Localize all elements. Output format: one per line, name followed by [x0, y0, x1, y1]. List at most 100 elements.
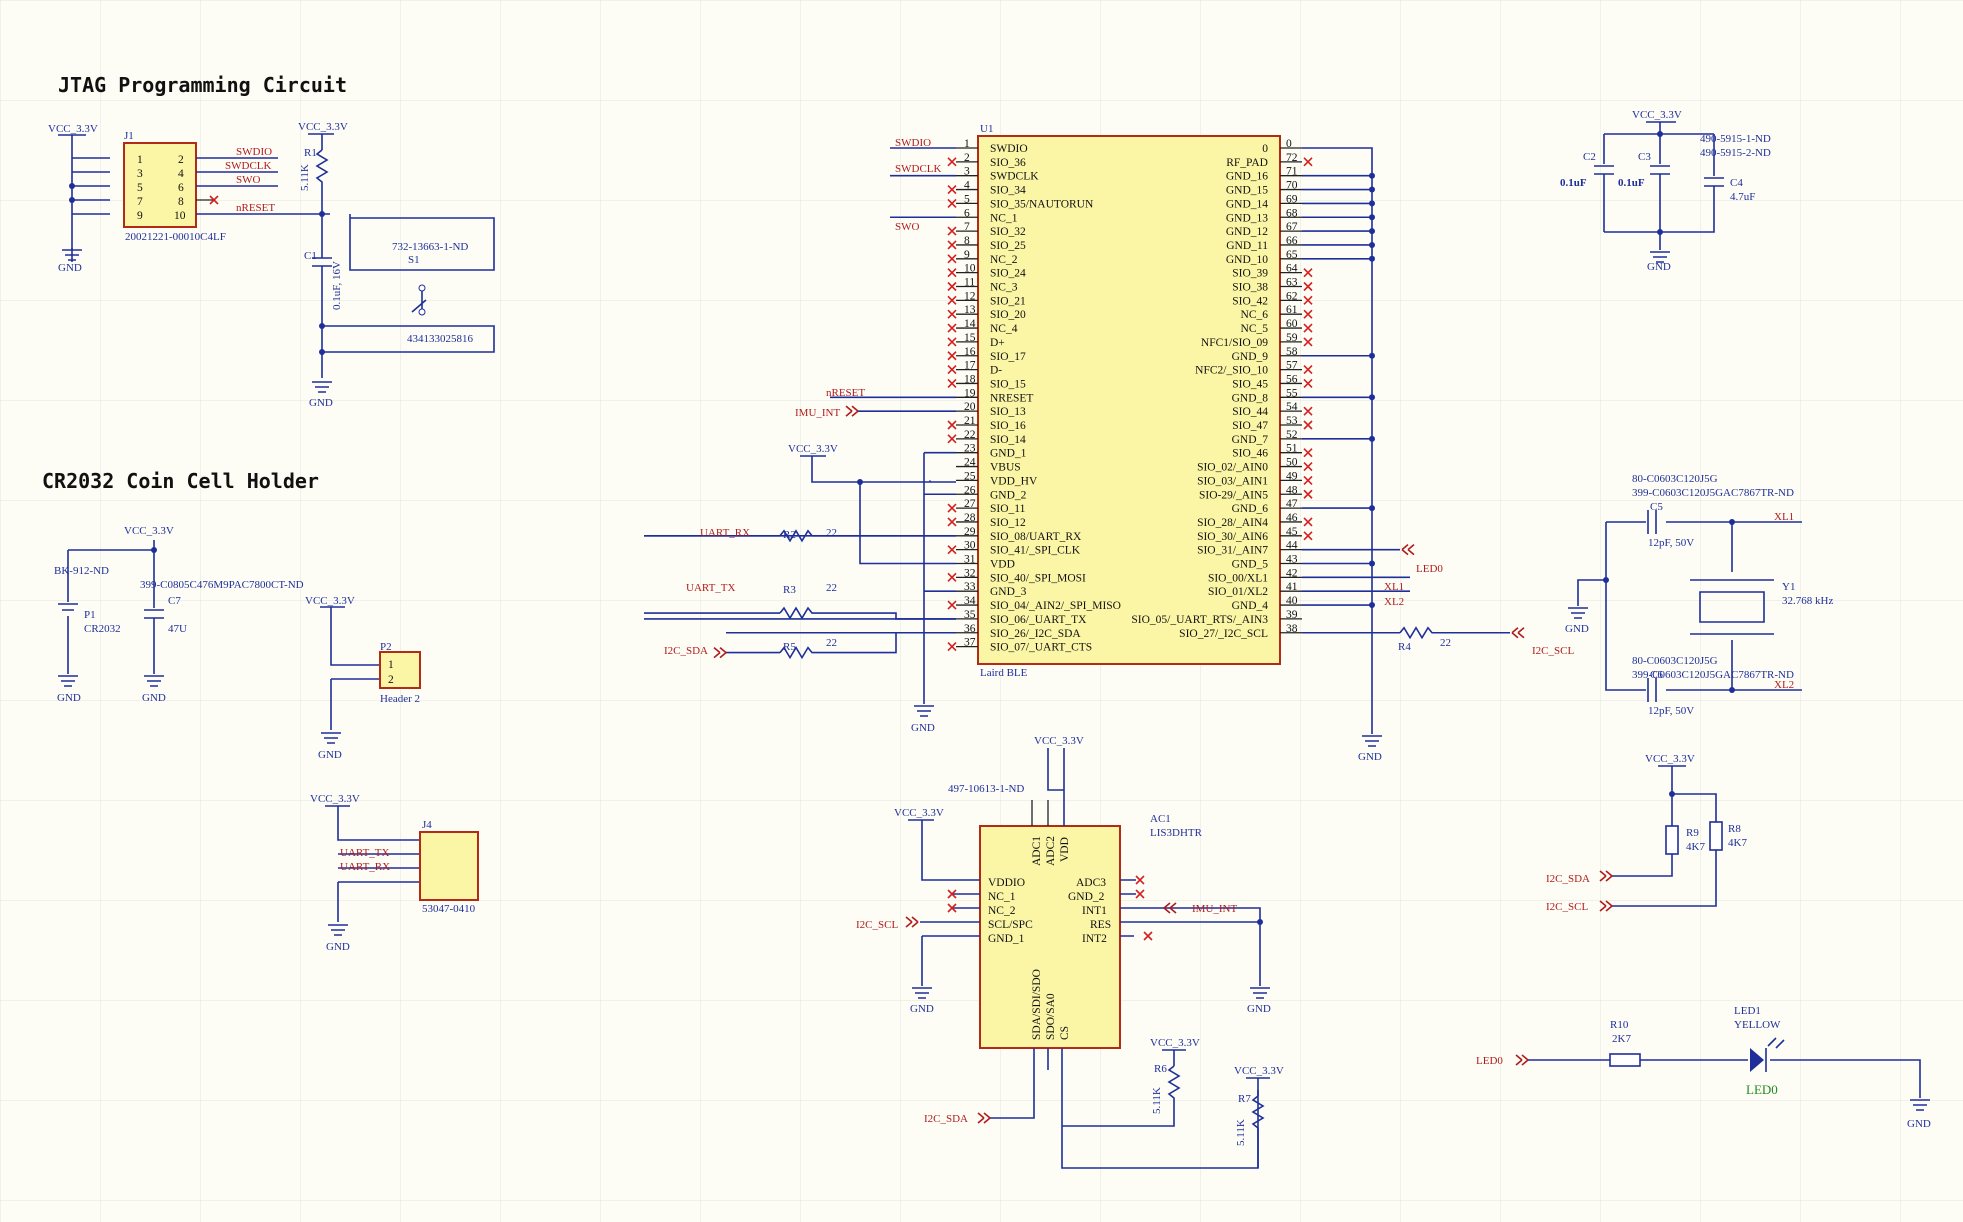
u1-right-pin-label: GND_15	[1226, 185, 1268, 197]
u1-right-pin-label: NFC2/_SIO_10	[1195, 365, 1268, 377]
imu-pin: SCL/SPC	[988, 919, 1033, 931]
u1-no-connect-mark	[1303, 323, 1313, 333]
r6-value: 5.11K	[1151, 1087, 1163, 1114]
u1-right-pin-number: 72	[1286, 152, 1298, 164]
u1-right-pin-number: 71	[1286, 166, 1298, 178]
u1-no-connect-mark	[947, 281, 957, 292]
u1-right-pin-number: 70	[1286, 180, 1298, 192]
r2-value: 22	[826, 527, 837, 539]
u1-right-pin-label: GND_10	[1226, 254, 1268, 266]
u1-left-pin-label: SIO_15	[990, 378, 1026, 390]
imu-pin-sdo: SDO/SA0	[1045, 993, 1057, 1040]
imu-int-arrow-icon	[845, 405, 859, 417]
crystal-circuit: 80-C0603C120J5G 399-C0603C120J5GAC7867TR…	[1565, 473, 1833, 717]
r10-ref: R10	[1610, 1019, 1629, 1031]
u1-body[interactable]	[977, 135, 1281, 665]
y1-value: 32.768 kHz	[1782, 595, 1833, 607]
u1-left-pin-label: NC_1	[990, 212, 1018, 224]
u1-left-pin-number: 22	[964, 429, 976, 441]
j1-pin: 4	[178, 168, 184, 180]
c6-part-a: 80-C0603C120J5G	[1632, 655, 1718, 667]
u1-left-pin-label: SIO_17	[990, 351, 1026, 363]
led-circuit: LED0 R10 2K7 LED1 YELLOW LED0 GND	[1476, 1005, 1931, 1130]
u1-right-pin-number: 38	[1286, 623, 1298, 635]
r10-value: 2K7	[1612, 1033, 1631, 1045]
u1-left-pin-number: 28	[964, 512, 976, 524]
u1-no-connect-mark	[947, 378, 957, 389]
u1-no-connect-mark	[1303, 531, 1313, 541]
u1-right-pin-number: 55	[1286, 387, 1298, 399]
r1-value: 5.11K	[299, 164, 311, 191]
j4-connector[interactable]	[419, 831, 479, 901]
r3-ref: R3	[783, 584, 796, 596]
u1-no-connect-mark	[1303, 461, 1313, 472]
u1-right-pin-number: 64	[1286, 263, 1298, 275]
u1-no-connect-mark	[947, 545, 957, 555]
coin-cell-circuit: VCC_3.3V BK-912-ND P1 CR2032 GND 399-C08…	[54, 525, 304, 704]
u1-right-pin-number: 45	[1286, 526, 1298, 538]
imu-body[interactable]	[979, 825, 1121, 1049]
u1-no-connect-mark	[1303, 157, 1313, 167]
net-i2c-scl: I2C_SCL	[1532, 645, 1574, 657]
j1-pin: 9	[137, 210, 143, 222]
vcc-label: VCC_3.3V	[310, 793, 360, 805]
u1-right-pin-label: SIO_00/XL1	[1208, 572, 1268, 584]
imu-pin: ADC3	[1076, 877, 1106, 889]
u1-no-connect-mark	[1303, 517, 1313, 527]
r3-resistor	[644, 606, 956, 620]
u1-gnd-bus	[923, 451, 956, 704]
gnd-label: GND	[910, 1003, 934, 1015]
u1-right-pin-label: SIO_39	[1232, 268, 1268, 280]
c1-ref: C1	[304, 250, 317, 262]
imu-pin-cs: CS	[1059, 1026, 1071, 1040]
net-nreset: nRESET	[826, 387, 865, 399]
j1-part: 20021221-00010C4LF	[125, 231, 226, 243]
u1-right-pin-label: NFC1/SIO_09	[1201, 337, 1268, 349]
s1-ref: S1	[408, 254, 420, 266]
led-color: YELLOW	[1734, 1019, 1781, 1031]
c5-part-a: 80-C0603C120J5G	[1632, 473, 1718, 485]
vcc-label: VCC_3.3V	[298, 121, 348, 133]
u1-left-pin-number: 26	[964, 484, 976, 496]
xl-wires	[1302, 576, 1410, 592]
u1-left-pin-number: 17	[964, 360, 976, 372]
net-imu-int: IMU_INT	[795, 407, 840, 419]
r7-value: 5.11K	[1235, 1119, 1247, 1146]
u1-right-pin-number: 59	[1286, 332, 1298, 344]
u1-left-pin-number: 3	[964, 166, 970, 178]
u1-right-pin-label: SIO_27/_I2C_SCL	[1179, 628, 1268, 640]
u1-no-connect-mark	[947, 503, 957, 513]
vcc-label: VCC_3.3V	[1632, 109, 1682, 121]
u1-right-pin-number: 68	[1286, 207, 1298, 219]
u1-left-pin-number: 21	[964, 415, 976, 427]
j1-pin: 5	[137, 182, 143, 194]
p2-pin: 2	[388, 674, 394, 686]
gnd-label: GND	[1647, 261, 1671, 273]
s1-part-b: 434133025816	[407, 333, 474, 345]
p2-connector[interactable]	[379, 651, 421, 689]
u1-right-pin-number: 42	[1286, 567, 1298, 579]
r5-ref: R5	[783, 641, 796, 653]
imu-pin: INT2	[1082, 933, 1107, 945]
u1-no-connect-mark	[947, 572, 957, 582]
j1-connector[interactable]	[123, 142, 197, 228]
j4-part: 53047-0410	[422, 903, 476, 915]
u1-left-pin-number: 1	[964, 138, 970, 150]
u1-right-pin-number: 50	[1286, 457, 1298, 469]
vcc-label: VCC_3.3V	[305, 595, 355, 607]
net-swdio: SWDIO	[895, 137, 931, 149]
u1-left-pin-label: D+	[990, 337, 1005, 349]
u1-left-pins: SWDIO1SIO_362SWDCLK3SIO_344SIO_35/NAUTOR…	[644, 138, 1121, 717]
u1-right-gnd-bus	[1302, 147, 1373, 734]
net-swdio: SWDIO	[236, 146, 272, 158]
u1-left-pin-number: 12	[964, 290, 976, 302]
u1-left-pin-number: 36	[964, 623, 976, 635]
net-swdclk: SWDCLK	[225, 160, 272, 172]
led-diode-icon	[1750, 1048, 1764, 1072]
p2-ref: P2	[380, 641, 392, 653]
c4-value: 4.7uF	[1730, 191, 1755, 203]
u1-right-pin-number: 39	[1286, 609, 1298, 621]
net-xl2: XL2	[1384, 596, 1404, 608]
u1-right-pin-number: 69	[1286, 193, 1298, 205]
